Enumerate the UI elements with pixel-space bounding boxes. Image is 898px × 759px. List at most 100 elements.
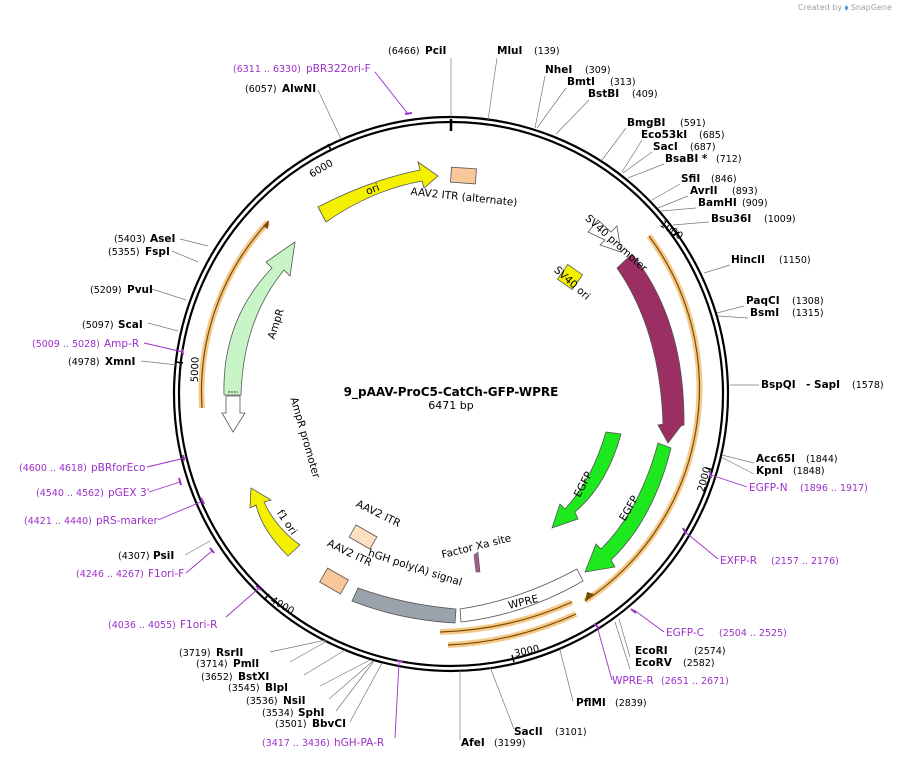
site-name-sfii: SfiI: [681, 173, 700, 185]
site-name-bstbi: BstBI: [588, 88, 619, 100]
site-pos-kpni: (1848): [793, 466, 825, 477]
tick-1000: 1000: [658, 219, 685, 243]
primer-range-egfp-n: (1896 .. 1917): [800, 483, 868, 494]
site-pos-bstxi: (3652): [201, 672, 233, 683]
site-name-bmgbi: BmgBI: [627, 117, 665, 129]
label-wpre: WPRE: [507, 593, 540, 612]
primer-name-f1ori-f: F1ori-F: [148, 568, 184, 580]
site-labels: (6466) PciI MluI (139) NheI (309) BmtI (…: [68, 45, 884, 749]
site-name-pvui: PvuI: [127, 284, 153, 296]
site-name-saci: SacI: [653, 141, 678, 153]
site-pos-nhei: (309): [585, 65, 611, 76]
tick-3000: 3000: [513, 644, 540, 660]
primer-range-pbrforeco: (4600 .. 4618): [19, 463, 87, 474]
feature-hgh-polya: [351, 587, 457, 624]
tick-5000: 5000: [190, 357, 202, 383]
site-name-nsii: NsiI: [283, 695, 306, 707]
site-pos-hincii: (1150): [779, 255, 811, 266]
site-name-ecori: EcoRI: [635, 645, 668, 657]
primer-marks: [178, 112, 712, 663]
feature-ori: [317, 161, 439, 223]
site-name-rsrii: RsrII: [216, 647, 243, 659]
site-pos-bbvci: (3501): [275, 719, 307, 730]
site-name-bsmi: BsmI: [750, 307, 779, 319]
primer-name-pbrforeco: pBRforEco: [91, 462, 145, 474]
credit-brand: SnapGene: [850, 3, 892, 12]
primer-name-hgh-pa-r: hGH-PA-R: [334, 737, 384, 749]
site-name-sacii: SacII: [514, 726, 543, 738]
feature-ampr-promoter: [221, 395, 246, 433]
site-pos-bamhi: (909): [742, 198, 768, 209]
feature-aav2-itr-1: [319, 567, 349, 595]
primer-name-exfp-r: EXFP-R: [720, 555, 757, 567]
site-name-sapi: - SapI: [806, 379, 840, 391]
site-name-bamhi: BamHI: [698, 197, 737, 209]
site-name-afei: AfeI: [461, 737, 485, 749]
primer-range-pbr322ori-f: (6311 .. 6330): [233, 64, 301, 75]
primer-range-f1ori-f: (4246 .. 4267): [76, 569, 144, 580]
snapgene-credit: Created by ⬧ SnapGene: [798, 3, 892, 13]
site-pos-bsabi: (712): [716, 154, 742, 165]
site-pos-alwni: (6057): [245, 84, 277, 95]
primer-labels: (6311 .. 6330) pBR322ori-F EGFP-N (1896 …: [19, 63, 868, 749]
site-name-bsu36i: Bsu36I: [711, 213, 751, 225]
site-name-pcii: PciI: [425, 45, 446, 57]
site-pos-bmti: (313): [610, 77, 636, 88]
site-name-ecorv: EcoRV: [635, 657, 673, 669]
feature-ampr: [223, 241, 296, 396]
plasmid-name: 9_pAAV-ProC5-CatCh-GFP-WPRE: [344, 385, 559, 400]
feature-factor-xa-site: [473, 551, 481, 573]
site-pos-paqci: (1308): [792, 296, 824, 307]
site-name-eco53ki: Eco53kI: [641, 129, 687, 141]
primer-name-f1ori-r: F1ori-R: [180, 619, 217, 631]
site-pos-sfii: (846): [711, 174, 737, 185]
site-pos-sacii: (3101): [555, 727, 587, 738]
site-pos-sapi: (1578): [852, 380, 884, 391]
primer-leaders: [143, 71, 748, 739]
site-pos-sphi: (3534): [262, 708, 294, 719]
plasmid-length: 6471 bp: [428, 399, 473, 412]
site-leaders: [140, 57, 759, 740]
label-ori: ori: [364, 182, 381, 198]
site-name-kpni: KpnI: [756, 465, 783, 477]
site-pos-nsii: (3536): [246, 696, 278, 707]
site-name-bspqi: BspQI: [761, 379, 796, 391]
site-name-acc65i: Acc65I: [756, 453, 795, 465]
site-pos-xmni: (4978): [68, 357, 100, 368]
site-name-blpi: BlpI: [265, 682, 288, 694]
site-pos-mlui: (139): [534, 46, 560, 57]
primer-range-amp-r: (5009 .. 5028): [32, 339, 100, 350]
site-pos-bmgbi: (591): [680, 118, 706, 129]
site-pos-bstbi: (409): [632, 89, 658, 100]
site-name-bmti: BmtI: [567, 76, 595, 88]
site-pos-avrii: (893): [732, 186, 758, 197]
site-name-hincii: HincII: [731, 254, 765, 266]
primer-name-amp-r: Amp-R: [104, 338, 139, 350]
site-pos-asei: (5403): [114, 234, 146, 245]
tick-marks: [175, 143, 714, 663]
site-pos-rsrii: (3719): [179, 648, 211, 659]
site-name-asei: AseI: [150, 233, 175, 245]
snapgene-logo-icon: ⬧: [844, 3, 849, 12]
feature-sv40-promoter: [587, 219, 622, 253]
label-sv40-promoter: SV40 promoter: [583, 212, 650, 274]
site-pos-acc65i: (1844): [806, 454, 838, 465]
site-name-fspi: FspI: [145, 246, 170, 258]
primer-name-wpre-r: WPRE-R: [612, 675, 654, 687]
site-name-nhei: NheI: [545, 64, 572, 76]
site-name-pmli: PmlI: [233, 658, 259, 670]
site-pos-pvui: (5209): [90, 285, 122, 296]
primer-name-pbr322ori-f: pBR322ori-F: [306, 63, 371, 75]
feature-wpre: [459, 568, 584, 623]
site-name-bstxi: BstXI: [238, 671, 269, 683]
primer-range-f1ori-r: (4036 .. 4055): [108, 620, 176, 631]
site-pos-pmli: (3714): [196, 659, 228, 670]
site-pos-blpi: (3545): [228, 683, 260, 694]
site-pos-scai: (5097): [82, 320, 114, 331]
feature-aav2-itr-2: [348, 524, 378, 550]
site-name-avrii: AvrII: [690, 185, 718, 197]
feature-sv40-ori: [556, 263, 584, 291]
feature-egfp-2: [584, 442, 672, 573]
site-name-xmni: XmnI: [105, 356, 135, 368]
site-pos-bsmi: (1315): [792, 308, 824, 319]
